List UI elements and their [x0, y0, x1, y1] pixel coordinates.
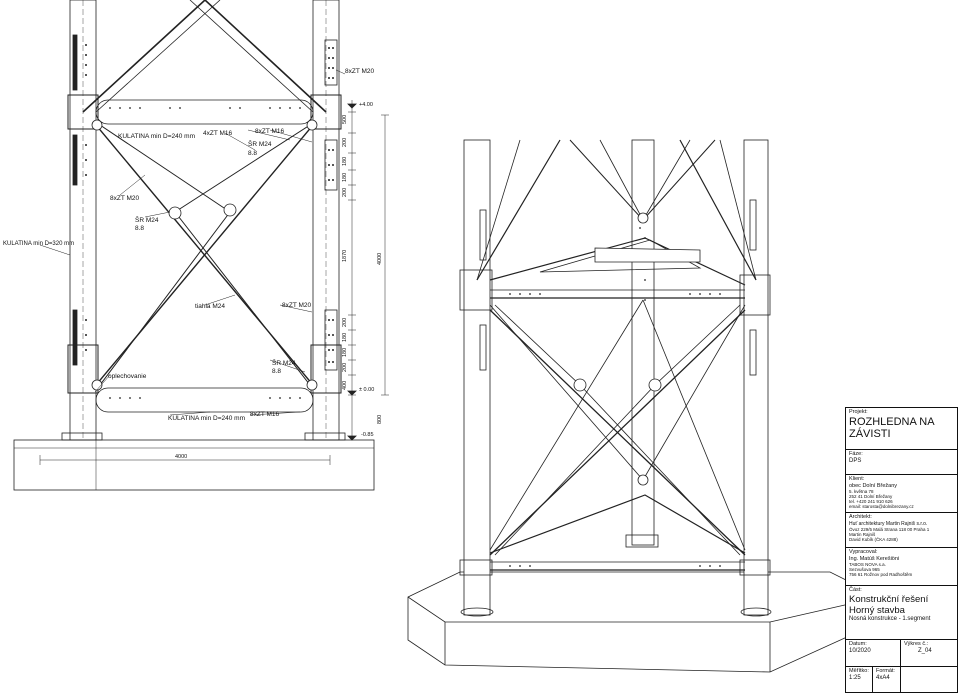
dim-1870: 1870 [342, 250, 348, 262]
client-line-4: email: starosta@dolnibrezany.cz [849, 504, 914, 509]
sheet-caption: Výkres č.: [904, 641, 929, 647]
top-ring-beam [95, 99, 314, 125]
dim-400: 400 [342, 381, 348, 390]
scale-format-cell: Měřítko: 1:25 Formát: 4xA4 [846, 667, 957, 692]
author-line-2: Sezvušova 965 [849, 567, 880, 572]
label-grade-left: 8.8 [135, 225, 144, 232]
project-cell: Projekt: ROZHLEDNA NA ZÁVISTI [846, 408, 957, 450]
client-name: obec Dolní Břežany [849, 483, 897, 489]
dim-4000-vertical: 4000 [377, 253, 383, 265]
bottom-ring-beam [95, 387, 314, 413]
format-value: 4xA4 [876, 675, 890, 681]
architect-line-1: Óvoz 229/5 Malá Strana 118 00 Praha 1 [849, 527, 930, 532]
dim-500: 500 [342, 115, 348, 124]
project-caption: Projekt: [849, 409, 868, 415]
label-bolts-mid: 8xZT M20 [282, 302, 312, 309]
label-bolts-top: 8xZT M20 [345, 68, 375, 75]
part-cell: Část: Konstrukční řešení Horný stavba No… [846, 586, 957, 640]
date-sheet-cell: Datum: 10/2020 Výkres č.: Z_04 [846, 640, 957, 667]
date-value: 10/2020 [849, 648, 871, 654]
phase-caption: Fáze: [849, 451, 863, 457]
part-caption: Část: [849, 587, 862, 593]
phase-cell: Fáze: DPS [846, 450, 957, 475]
scale-caption: Měřítko: [849, 668, 869, 674]
footing [13, 439, 375, 491]
label-kulatina-bottom: KULATINA min D=240 mm [168, 415, 245, 422]
author-line-1: TABOS NOVA s.a. [849, 562, 886, 567]
label-grade-right: 8.8 [248, 150, 257, 157]
dim-180-b: 180 [342, 173, 348, 182]
sheet-value: Z_04 [918, 648, 932, 654]
architect-line-2: Martin Rajniš [849, 532, 876, 537]
label-sr-m24-left: ŠR M24 [135, 215, 159, 224]
dim-4000-horizontal: 4000 [175, 454, 187, 460]
label-kulatina-top: KULATINA min D=240 mm [118, 133, 195, 140]
elevation-view [13, 0, 389, 491]
client-line-3: tel. +420 241 910 626 [849, 499, 893, 504]
label-kulatina-column: KULATINA min D=320 mm [3, 241, 74, 247]
part-subtitle: Nosná konstrukce - 1.segment [849, 616, 931, 622]
dim-180-c: 180 [342, 333, 348, 342]
author-name: Ing. Matúš Kerešiöni [849, 556, 900, 562]
client-caption: Klient: [849, 476, 865, 482]
part-title-1: Konstrukční řešení [849, 594, 929, 605]
architect-cell: Architekt: Huť architektury Martin Rajni… [846, 513, 957, 548]
date-caption: Datum: [849, 641, 867, 647]
label-bolts-bottom: 8xZT M16 [250, 411, 280, 418]
project-name: ROZHLEDNA NA ZÁVISTI [849, 416, 934, 440]
part-title-2: Horný stavba [849, 605, 905, 616]
label-grade-low: 8.8 [272, 368, 281, 375]
client-cell: Klient: obec Dolní Břežany 5. května 78 … [846, 475, 957, 513]
dim-180-d: 180 [342, 348, 348, 357]
dim-800: 800 [377, 415, 383, 424]
dim-180-a: 180 [342, 157, 348, 166]
level-zero: ± 0.00 [359, 387, 374, 393]
level-bottom: -0.85 [361, 432, 374, 438]
architect-line-3: David Kubík (ČKA 4288) [849, 537, 898, 542]
architect-name: Huť architektury Martin Rajniš s.r.o. [849, 521, 928, 527]
label-sr-m24-low: ŠR M24 [272, 358, 296, 367]
label-sr-m24-right: ŠR M24 [248, 139, 272, 148]
scale-value: 1:25 [849, 675, 861, 681]
label-tiahla: tiahla M24 [195, 303, 225, 310]
label-bolts-m16-b: 8xZT M16 [255, 128, 285, 135]
level-top: +4.00 [359, 102, 373, 108]
format-caption: Formát: [876, 668, 895, 674]
dim-200-b: 200 [342, 188, 348, 197]
title-block: Projekt: ROZHLEDNA NA ZÁVISTI Fáze: DPS … [845, 407, 958, 693]
client-line-2: 252 41 Dolní Břežany [849, 494, 893, 499]
architect-caption: Architekt: [849, 514, 872, 520]
author-caption: Vypracoval: [849, 549, 878, 555]
label-bolts-left: 8xZT M20 [110, 195, 140, 202]
phase-value: DPS [849, 458, 862, 464]
perspective-view [407, 139, 881, 673]
dimension-texts: 500 200 180 180 200 1870 200 180 180 200… [175, 115, 383, 460]
author-line-3: 756 61 Rožnov pod Radhoštěm [849, 572, 913, 577]
dim-200-a: 200 [342, 138, 348, 147]
label-bolts-m16-a: 4xZT M16 [203, 130, 233, 137]
dim-200-c: 200 [342, 318, 348, 327]
label-oplechovanie: oplechovanie [108, 373, 147, 380]
client-line-1: 5. května 78 [849, 489, 874, 494]
dim-200-d: 200 [342, 363, 348, 372]
author-cell: Vypracoval: Ing. Matúš Kerešiöni TABOS N… [846, 548, 957, 586]
column-back [631, 139, 655, 546]
